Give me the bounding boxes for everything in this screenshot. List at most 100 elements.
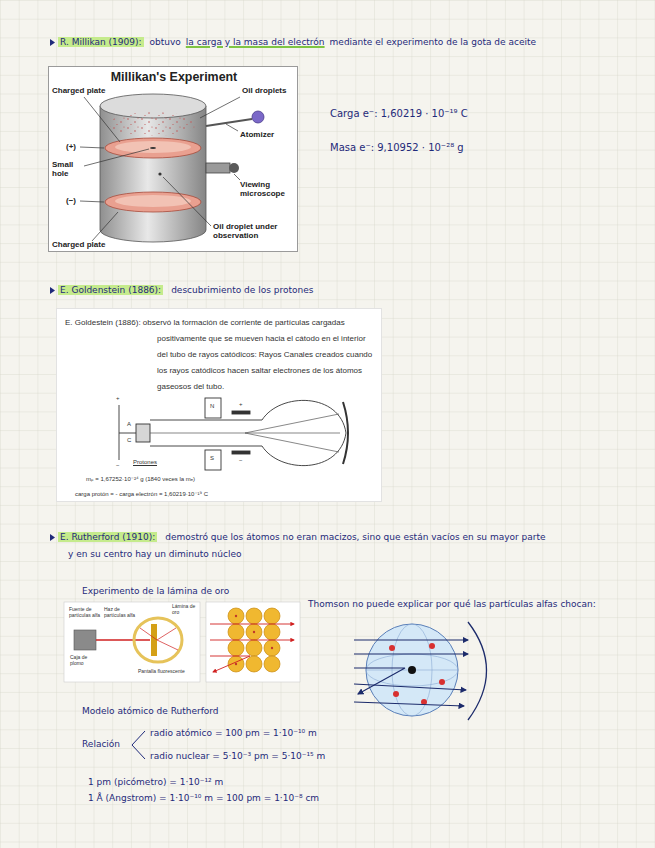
magnet-label: N xyxy=(210,403,214,410)
scientist-heading: R. Millikan (1909): xyxy=(58,37,144,47)
leader-line xyxy=(84,97,120,142)
note-text: Relación xyxy=(82,739,120,749)
heading-text: descubrimiento de los protones xyxy=(171,285,313,295)
gold-foil-illustration xyxy=(140,628,157,640)
part-label: Charged plate xyxy=(52,240,105,249)
formula-text: mₚ = 1,67252·10⁻²⁴ g (1840 veces la mₑ) xyxy=(86,476,195,483)
gold-atoms-illustration xyxy=(235,615,237,617)
canal-ray-tube-illustration xyxy=(136,424,150,442)
millikan-illustration xyxy=(206,119,252,126)
formula-text: 1 pm (picómetro) = 1·10⁻¹² m xyxy=(88,777,223,787)
millikan-illustration xyxy=(109,112,197,136)
canal-ray-tube-illustration xyxy=(56,308,382,502)
thomson-atom-illustration xyxy=(439,679,445,685)
gold-atoms-illustration xyxy=(246,608,262,624)
formula-text: carga protón = - carga electrón = 1,6021… xyxy=(75,491,208,498)
thomson-atom-illustration xyxy=(468,622,487,720)
gold-foil-illustration xyxy=(157,628,176,640)
leader-line xyxy=(80,97,240,241)
bullet xyxy=(50,534,55,541)
thomson-atom-illustration xyxy=(408,666,416,674)
gold-atoms-illustration xyxy=(206,602,300,682)
gold-atoms-illustration xyxy=(246,624,262,640)
thomson-atom-illustration xyxy=(354,702,464,706)
text-excerpt-box: E. Goldestein (1886): observó la formaci… xyxy=(56,308,382,502)
leader-line xyxy=(200,97,240,118)
bullet xyxy=(50,287,55,294)
part-label: Oil droplets xyxy=(242,86,286,95)
gold-atoms-illustration xyxy=(228,640,244,656)
gold-foil-illustration xyxy=(64,602,200,682)
thomson-atom-illustration xyxy=(389,643,445,705)
gold-foil-illustration xyxy=(134,618,182,662)
part-label: Fuente de partículas alfa xyxy=(69,606,101,618)
leader-line xyxy=(234,174,240,180)
canal-ray-tube-illustration xyxy=(119,433,136,434)
formula-text: radio nuclear = 5·10⁻³ pm = 5·10⁻¹⁵ m xyxy=(150,751,325,761)
millikan-illustration xyxy=(229,163,239,173)
part-label: Lámina de oro xyxy=(172,603,198,615)
gold-foil-illustration xyxy=(140,628,178,650)
leader-line xyxy=(80,201,104,202)
part-label: Pantalla fluorescente xyxy=(138,668,188,674)
gold-atoms-illustration xyxy=(210,640,294,641)
part-label: Haz de partículas alfa xyxy=(104,606,136,618)
thomson-atom-illustration xyxy=(366,624,458,716)
figure-title: Millikan's Experiment xyxy=(49,70,299,84)
leader-line xyxy=(92,212,118,241)
polarity-label: + xyxy=(239,401,243,408)
canal-ray-tube-illustration xyxy=(245,433,339,452)
gold-atoms-illustration xyxy=(246,640,262,656)
scientist-heading: E. Rutherford (1910): xyxy=(58,532,157,542)
gold-atoms-illustration xyxy=(235,663,237,665)
polarity-label: − xyxy=(239,457,243,464)
value-note: Masa e⁻: 9,10952 · 10⁻²⁸ g xyxy=(330,142,464,154)
thomson-atom-illustration xyxy=(429,643,435,649)
canal-ray-tube-illustration xyxy=(150,414,340,452)
gold-atoms-illustration xyxy=(206,602,300,682)
millikan-illustration xyxy=(100,106,206,242)
gold-atoms-illustration xyxy=(264,624,280,640)
gold-atoms-illustration xyxy=(228,624,244,640)
gold-atoms-illustration xyxy=(271,647,273,649)
gold-atoms-illustration xyxy=(210,624,294,625)
part-label: Caja de plomo xyxy=(70,654,100,666)
gold-foil-illustration xyxy=(151,624,157,656)
millikan-illustration xyxy=(115,195,191,207)
part-label: Small hole xyxy=(52,160,82,178)
polarity-label: + xyxy=(116,395,120,402)
heading-text: la carga y la masa del electrón xyxy=(186,37,325,47)
polarity-label: − xyxy=(116,462,120,469)
excerpt-text: E. Goldestein (1886): observó la formaci… xyxy=(65,315,377,395)
canal-ray-tube-illustration xyxy=(119,398,348,470)
canal-ray-tube-illustration xyxy=(56,308,382,502)
millikan-illustration xyxy=(48,66,298,252)
millikan-illustration xyxy=(206,163,230,173)
gold-atoms-illustration xyxy=(228,608,244,624)
polarity-label: (+) xyxy=(66,142,76,151)
thomson-atom-illustration xyxy=(389,645,395,651)
figure-caption: Protones xyxy=(133,459,157,466)
gold-foil-illustration xyxy=(96,639,150,641)
heading-text: obtuvo xyxy=(150,37,181,47)
thomson-atom-illustration xyxy=(354,684,466,690)
leader-line xyxy=(226,124,238,131)
subheading: Modelo atómico de Rutherford xyxy=(82,706,219,716)
formula-text: radio atómico = 100 pm = 1·10⁻¹⁰ m xyxy=(150,728,317,738)
millikan-illustration xyxy=(252,111,264,123)
gold-atoms-illustration xyxy=(210,624,294,672)
scientist-heading: E. Goldenstein (1886): xyxy=(58,285,163,295)
millikan-illustration xyxy=(105,192,201,212)
thomson-atom-illustration xyxy=(354,640,468,706)
millikan-illustration xyxy=(158,172,161,175)
magnet-label: S xyxy=(210,455,214,462)
gold-foil-illustration xyxy=(74,630,96,650)
heading-text: demostró que los átomos no eran macizos,… xyxy=(165,532,545,542)
gold-atoms-illustration xyxy=(264,656,280,672)
canal-ray-tube-illustration xyxy=(205,398,221,418)
electrode-label: A xyxy=(127,421,131,428)
